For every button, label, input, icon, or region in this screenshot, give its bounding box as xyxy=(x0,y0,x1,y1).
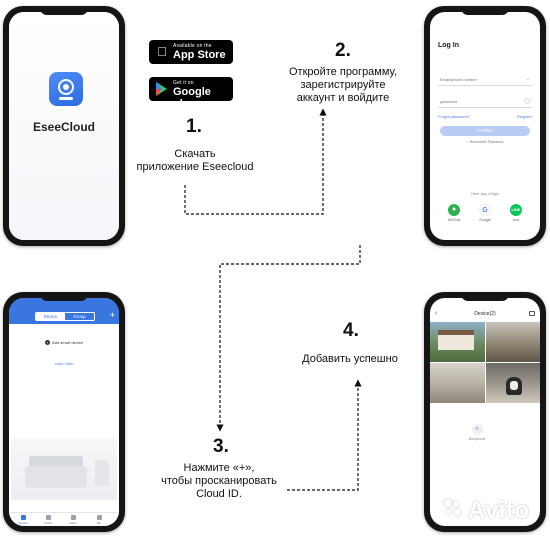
apple-icon:  xyxy=(155,44,169,60)
device-grid-screen: ‹ Device(2) ● Microphone xyxy=(430,298,540,526)
phone-notch xyxy=(40,6,88,15)
back-arrow-icon[interactable]: ‹ xyxy=(435,310,438,317)
register-link[interactable]: Register xyxy=(517,114,532,119)
google-play-badge[interactable]: Get it on Google play xyxy=(149,77,233,110)
step-2-text: Откройте программу, зарегистрируйте акка… xyxy=(288,66,398,104)
step-1-text: Скачать приложение Eseecloud xyxy=(136,148,254,173)
gplay-badge-big: Google play xyxy=(173,86,211,110)
wechat-label: WeChat xyxy=(447,218,461,222)
cloud-icon xyxy=(45,515,51,520)
bottom-nav: Device Cloud Alarm Me xyxy=(9,512,119,526)
plus-circle-icon: + xyxy=(45,340,51,346)
home-icon xyxy=(20,515,26,520)
device-header: ‹ Device(2) xyxy=(430,308,540,320)
phone-notch xyxy=(461,292,509,301)
remember-password-label: Remember Password xyxy=(469,140,504,144)
line-icon: LINE xyxy=(510,204,522,216)
phone-frame-step4: ‹ Device(2) ● Microphone xyxy=(424,292,546,532)
tab-group[interactable]: Group xyxy=(73,314,86,319)
remember-password[interactable]: ○ Remember Password xyxy=(466,140,504,144)
step-3-number: 3. xyxy=(213,436,229,457)
microphone-icon: ● xyxy=(471,424,483,435)
avito-logo-icon xyxy=(444,499,462,517)
forgot-password-link[interactable]: Forgot password? xyxy=(438,114,471,119)
add-device-label: Add smart device xyxy=(52,340,83,345)
camera-feed-3[interactable] xyxy=(430,363,485,403)
bell-icon xyxy=(70,515,76,520)
nav-alarm-label: Alarm xyxy=(69,521,77,525)
phone-screen: EseeCloud xyxy=(9,12,119,240)
add-smart-device[interactable]: +Add smart device xyxy=(9,340,119,346)
camera-feed-2[interactable] xyxy=(486,322,540,362)
login-screen: Log In Email/phone number ⌄ password ◯ F… xyxy=(430,12,540,240)
step-3-text: Нажмите «+», чтобы просканировать Cloud … xyxy=(161,462,277,500)
nav-device-label: Device xyxy=(18,521,28,525)
phone-frame-step3: Device Group + +Add smart device Learn V… xyxy=(3,292,125,532)
login-title: Log In xyxy=(438,42,459,49)
login-links: Forgot password? Register xyxy=(438,114,532,119)
password-placeholder: password xyxy=(440,99,458,104)
wechat-icon: ● xyxy=(448,204,460,216)
arrow-step3-to-step4 xyxy=(287,379,362,491)
nav-me[interactable]: Me xyxy=(89,515,109,525)
line-label: Line xyxy=(512,218,520,222)
avito-watermark: Avito xyxy=(468,497,530,524)
phone-notch xyxy=(40,292,88,301)
nav-device[interactable]: Device xyxy=(13,515,33,525)
microphone-control[interactable]: ● Microphone xyxy=(466,424,488,441)
device-list-screen: Device Group + +Add smart device Learn V… xyxy=(9,298,119,526)
microphone-label: Microphone xyxy=(468,437,486,441)
eye-icon[interactable]: ◯ xyxy=(524,98,530,104)
learn-video-link[interactable]: Learn Video xyxy=(54,362,74,366)
camera-feed-1[interactable] xyxy=(430,322,485,362)
wechat-login-button[interactable]: ● WeChat xyxy=(444,204,464,222)
arrow-step2-to-step3 xyxy=(216,245,361,432)
google-login-button[interactable]: G Google xyxy=(475,204,495,222)
google-label: Google xyxy=(479,218,491,222)
google-icon: G xyxy=(479,204,491,216)
user-icon xyxy=(96,515,102,520)
confirm-button[interactable]: Confirm xyxy=(440,126,530,136)
chevron-down-icon[interactable]: ⌄ xyxy=(525,76,530,82)
camera-grid xyxy=(430,322,540,404)
top-bar: Device Group + xyxy=(9,298,119,324)
other-login-label: Other way of login xyxy=(470,192,500,196)
tab-device[interactable]: Device xyxy=(36,313,65,320)
splash-screen: EseeCloud xyxy=(9,12,119,240)
camera-icon[interactable] xyxy=(529,311,535,316)
app-name: EseeCloud xyxy=(32,120,95,134)
nav-me-label: Me xyxy=(96,521,102,525)
nav-cloud[interactable]: Cloud xyxy=(38,515,58,525)
step-4-number: 4. xyxy=(343,320,359,341)
appstore-badge-big: App Store xyxy=(173,49,226,61)
email-placeholder: Email/phone number xyxy=(440,77,477,82)
step-2-number: 2. xyxy=(335,40,351,61)
room-illustration xyxy=(11,438,117,500)
step-1-number: 1. xyxy=(186,116,202,137)
eseecloud-camera-icon[interactable] xyxy=(49,72,83,106)
nav-alarm[interactable]: Alarm xyxy=(63,515,83,525)
device-group-toggle: Device Group xyxy=(35,312,95,321)
line-login-button[interactable]: LINE Line xyxy=(506,204,526,222)
arrow-step1-to-step2 xyxy=(184,108,327,215)
add-device-plus-icon[interactable]: + xyxy=(109,310,115,320)
password-field[interactable]: password ◯ xyxy=(438,96,532,108)
phone-frame-step2: Log In Email/phone number ⌄ password ◯ F… xyxy=(424,6,546,246)
nav-cloud-label: Cloud xyxy=(44,521,52,525)
phone-frame-step1: EseeCloud xyxy=(3,6,125,246)
camera-feed-4[interactable] xyxy=(486,363,540,403)
step-4-text: Добавить успешно xyxy=(302,353,398,365)
email-field[interactable]: Email/phone number ⌄ xyxy=(438,74,532,86)
phone-notch xyxy=(461,6,509,15)
gplay-badge-small: Get it on xyxy=(173,80,194,86)
app-store-badge[interactable]:  Available on the App Store xyxy=(149,40,233,64)
appstore-badge-small: Available on the xyxy=(173,43,212,49)
device-count-title: Device(2) xyxy=(474,311,496,317)
